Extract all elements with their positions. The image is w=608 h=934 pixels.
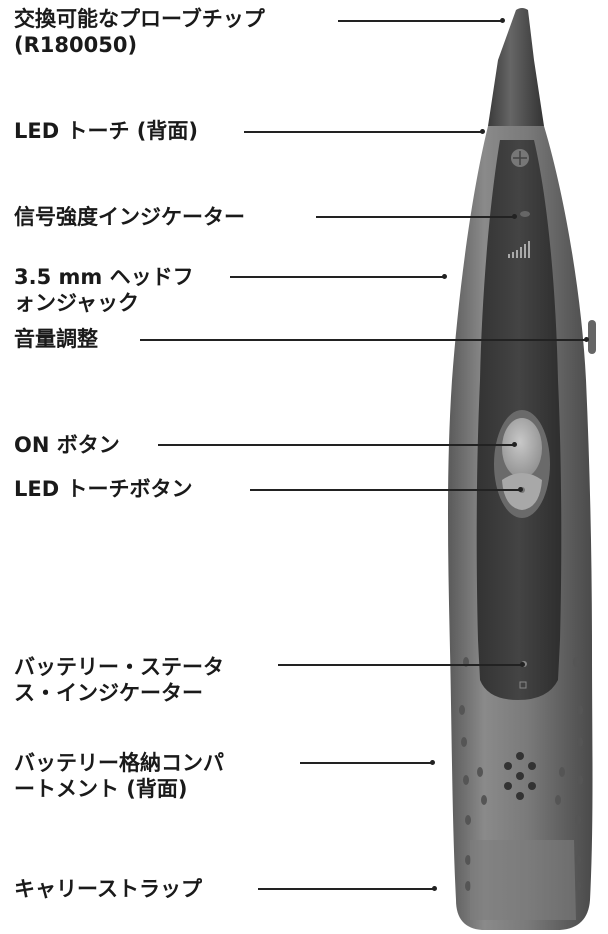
leader-dot-battery-compartment [430, 760, 435, 765]
leader-dot-led-torch [480, 129, 485, 134]
leader-dot-probe-tip [500, 18, 505, 23]
leader-dot-battery-status [520, 662, 525, 667]
callout-headphone-jack: 3.5 mm ヘッドフ ォンジャック [14, 265, 194, 315]
leader-dot-volume [584, 337, 589, 342]
leader-dot-on-button [512, 442, 517, 447]
leader-battery-status [278, 664, 522, 666]
leader-probe-tip [338, 20, 502, 22]
leader-dot-led-torch-button [518, 487, 523, 492]
signal-bars [508, 241, 530, 258]
signal-led [520, 211, 530, 217]
callout-carry-strap: キャリーストラップ [14, 877, 202, 901]
leader-volume [140, 339, 586, 341]
callout-led-torch-button: LED トーチボタン [14, 477, 193, 501]
leader-battery-compartment [300, 762, 432, 764]
leader-dot-signal-indicator [512, 214, 517, 219]
leader-signal-indicator [316, 216, 514, 218]
callout-led-torch: LED トーチ (背面) [14, 119, 198, 143]
callout-signal-indicator: 信号強度インジケーター [14, 205, 245, 229]
volume-wheel [588, 320, 596, 354]
probe-tip-shape [488, 8, 544, 126]
leader-headphone-jack [230, 276, 444, 278]
speaker-holes [504, 752, 536, 800]
leader-on-button [158, 444, 514, 446]
on-button-shape [502, 418, 542, 478]
leader-carry-strap [258, 888, 434, 890]
leader-dot-carry-strap [432, 886, 437, 891]
leader-led-torch-button [250, 489, 520, 491]
strap-area [470, 840, 576, 920]
callout-battery-compartment: バッテリー格納コンパ ートメント (背面) [14, 751, 224, 801]
callout-probe-tip: 交換可能なプローブチップ (R180050) [14, 7, 265, 57]
leader-led-torch [244, 131, 482, 133]
callout-volume: 音量調整 [14, 327, 98, 351]
callout-battery-status: バッテリー・ステータ ス・インジケーター [14, 655, 224, 705]
callout-on-button: ON ボタン [14, 433, 120, 457]
leader-dot-headphone-jack [442, 274, 447, 279]
